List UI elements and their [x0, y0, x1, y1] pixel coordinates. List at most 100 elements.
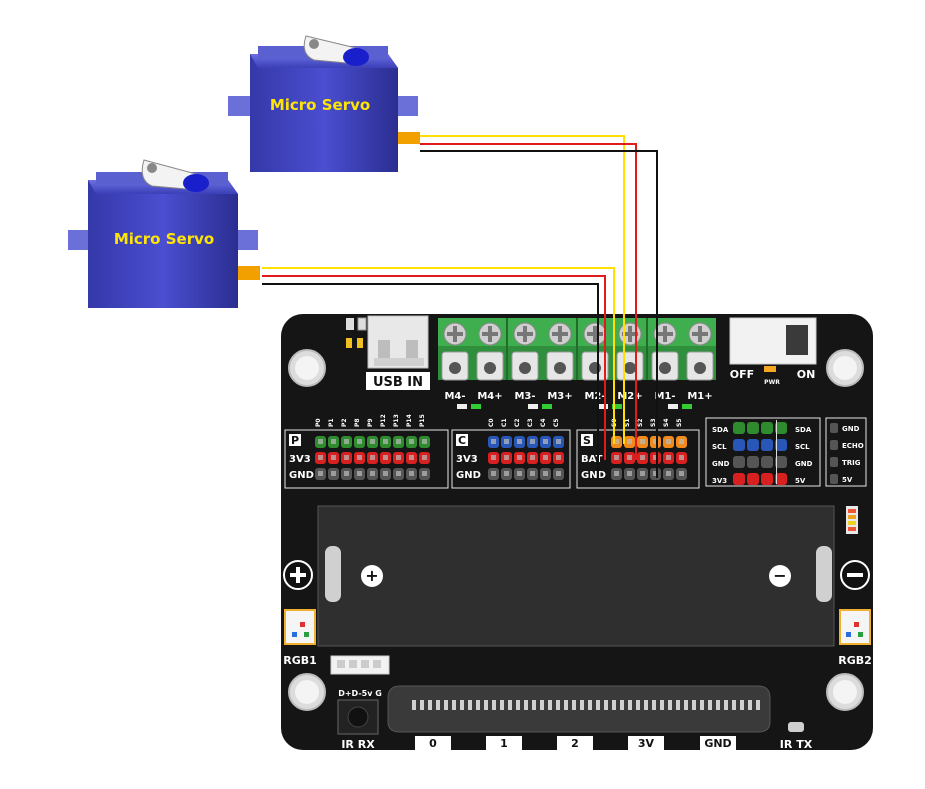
i2c-pin[interactable]: [747, 439, 759, 451]
power-switch[interactable]: [729, 317, 817, 365]
edge-pad[interactable]: [628, 736, 664, 750]
edge-contact: [460, 700, 464, 710]
edge-contact: [500, 700, 504, 710]
i2c-pin[interactable]: [733, 439, 745, 451]
edge-contact: [652, 700, 656, 710]
i2c-pin[interactable]: [747, 422, 759, 434]
ir-tx-label: IR TX: [780, 738, 813, 751]
edge-contact: [716, 700, 720, 710]
i2c-pin[interactable]: [733, 473, 745, 485]
ir-connector[interactable]: [330, 655, 390, 675]
servo-cable-jacket: [238, 266, 260, 280]
servo2-ground-wire: [262, 283, 599, 478]
edge-contact: [524, 700, 528, 710]
status-led: [346, 338, 352, 348]
edge-contact: [556, 700, 560, 710]
pin-label: S1: [624, 419, 631, 428]
pin-label: C1: [501, 418, 508, 427]
header-row-label: 3V3: [456, 454, 478, 465]
ultrasonic-label: 5V: [842, 476, 853, 484]
edge-pad[interactable]: [700, 736, 736, 750]
ir-receiver: [337, 699, 379, 735]
edge-contact: [644, 700, 648, 710]
edge-pad[interactable]: [557, 736, 593, 750]
ultrasonic-pin[interactable]: [830, 423, 838, 433]
i2c-pin[interactable]: [733, 456, 745, 468]
edge-pad-label: 3V: [638, 737, 655, 750]
servo2-signal-wire: [262, 267, 615, 444]
usb-port[interactable]: [367, 315, 429, 369]
ir-connector-pin-labels: D+D-5v G: [338, 689, 382, 698]
i2c-pin[interactable]: [761, 473, 773, 485]
battery-plus-icon: [361, 565, 383, 587]
edge-contact: [636, 700, 640, 710]
status-led: [357, 338, 363, 348]
battery-level-leds: [846, 506, 858, 534]
edge-contact: [412, 700, 416, 710]
header-row-label: GND: [456, 470, 481, 481]
servo1-ground-wire: [420, 150, 658, 478]
battery-contact-left: [325, 546, 341, 602]
ultrasonic-label: GND: [842, 425, 860, 433]
servo2-power-wire: [262, 275, 606, 460]
switch-on-label: ON: [797, 368, 816, 381]
battery-holder: [317, 505, 835, 647]
servo1-signal-wire: [420, 135, 625, 444]
edge-pad[interactable]: [486, 736, 522, 750]
i2c-pin[interactable]: [761, 439, 773, 451]
status-led: [357, 317, 367, 331]
motor-led: [471, 404, 481, 409]
pin-label: S4: [663, 419, 670, 428]
header-tag: C: [458, 434, 466, 447]
i2c-pin[interactable]: [747, 473, 759, 485]
i2c-pin[interactable]: [775, 456, 787, 468]
edge-contact: [740, 700, 744, 710]
edge-contact: [628, 700, 632, 710]
status-led: [346, 318, 354, 330]
ultrasonic-label: TRIG: [842, 459, 861, 467]
edge-contact: [428, 700, 432, 710]
edge-contact: [548, 700, 552, 710]
pin-label: P12: [380, 414, 387, 427]
motor-led: [528, 404, 538, 409]
battery-contact-right: [816, 546, 832, 602]
i2c-pin[interactable]: [761, 456, 773, 468]
i2c-right-label: SDA: [795, 426, 812, 434]
edge-contact: [572, 700, 576, 710]
edge-contact: [700, 700, 704, 710]
i2c-pin[interactable]: [761, 422, 773, 434]
i2c-right-label: 5V: [795, 477, 806, 485]
i2c-pin[interactable]: [747, 456, 759, 468]
edge-pad-label: 0: [429, 737, 437, 750]
pin-label: P14: [406, 414, 413, 427]
edge-contact: [676, 700, 680, 710]
motor-terminal-label: M4-: [444, 391, 465, 402]
i2c-pin[interactable]: [775, 422, 787, 434]
expansion-board: USB IN M4-M4+M3-M3+M2-M2+M1-M1+ OFF ON P…: [281, 314, 873, 751]
i2c-pin[interactable]: [775, 473, 787, 485]
pin-label: P8: [354, 418, 361, 427]
i2c-pin[interactable]: [733, 422, 745, 434]
ultrasonic-pin[interactable]: [830, 457, 838, 467]
edge-contact: [668, 700, 672, 710]
header-frame: [451, 429, 571, 489]
edge-contact: [516, 700, 520, 710]
motor-terminal-block: [438, 318, 716, 381]
edge-contact: [604, 700, 608, 710]
header-tag: S: [583, 434, 591, 447]
ultrasonic-pin[interactable]: [830, 474, 838, 484]
edge-pad[interactable]: [415, 736, 451, 750]
i2c-pin[interactable]: [775, 439, 787, 451]
ultrasonic-pin[interactable]: [830, 440, 838, 450]
header-tag-box: [289, 434, 301, 446]
battery-minus-icon: [769, 565, 791, 587]
header-tag-box: [456, 434, 468, 446]
header-row-label: GND: [581, 470, 606, 481]
edge-contact: [660, 700, 664, 710]
i2c-frame: [705, 417, 821, 487]
ultrasonic-label: ECHO: [842, 442, 864, 450]
edge-contact: [436, 700, 440, 710]
